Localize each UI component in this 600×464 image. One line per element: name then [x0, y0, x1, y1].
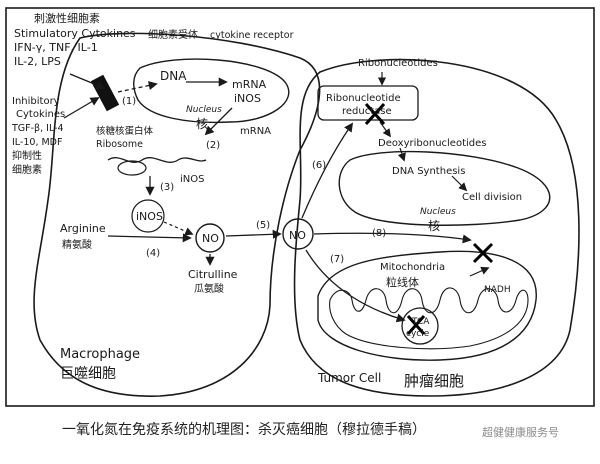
no-circle-tumor — [282, 218, 314, 250]
nucleus-right-en: Nucleus — [420, 207, 456, 217]
stimulatory-list1: IFN-γ, TNF, IL-1 — [14, 41, 98, 54]
arrow-inos-no — [163, 221, 194, 236]
inhibitory-list2: IL-10, MDF — [12, 137, 62, 148]
watermark: 超健健康服务号 — [482, 425, 559, 439]
nucleus-left-en: Nucleus — [186, 105, 222, 115]
stimulatory-zh: 刺激性细胞素 — [34, 11, 100, 25]
nadh-label: NADH — [484, 285, 511, 295]
no-label-2: NO — [289, 229, 306, 242]
step-2: (2) — [206, 140, 220, 151]
mitochondria-en: Mitochondria — [380, 262, 445, 273]
caption: 一氧化氮在免疫系统的机理图：杀灭癌细胞（穆拉德手稿） — [62, 422, 426, 438]
macrophage-outline — [33, 32, 321, 397]
inhibitory-list1: TGF-β, IL-4 — [11, 123, 64, 134]
arrow-no-mitochondria — [305, 249, 406, 323]
arrow-no-reductase — [301, 122, 354, 219]
arrow-deoxy-dna — [397, 147, 406, 162]
arrow-inhibitory — [63, 97, 100, 119]
macrophage-nucleus — [133, 58, 290, 124]
stimulatory-list2: IL-2, LPS — [14, 55, 61, 68]
tca-cycle-circle — [401, 307, 439, 345]
ribosome-mrna-strand — [107, 157, 207, 163]
arrow-mrna-out — [204, 107, 233, 136]
step-1: (1) — [122, 96, 136, 107]
reductase-line2: reductase — [342, 106, 392, 117]
step-8: (8) — [372, 228, 386, 239]
arrow-dna-division — [451, 175, 468, 192]
inhibitory-en1: Inhibitory — [12, 96, 60, 107]
step-5: (5) — [256, 220, 270, 231]
tumor-cell-zh: 肿瘤细胞 — [404, 372, 464, 390]
inhibition-x-tca — [406, 315, 426, 335]
stimulatory-en: Stimulatory Cytokines — [14, 27, 136, 40]
step-3: (3) — [160, 182, 174, 193]
inhibitory-en2: Cytokines — [16, 109, 65, 120]
diagram-frame — [5, 7, 595, 407]
inhibitory-zh1: 抑制性 — [12, 149, 42, 162]
mitochondria-cristae — [329, 287, 529, 350]
arrow-nadh — [469, 266, 490, 277]
receptor-zh: 细胞素受体 — [148, 28, 198, 41]
arginine-en: Arginine — [60, 222, 106, 235]
inos-center: iNOS — [136, 210, 163, 223]
inhibition-x-complex — [472, 242, 494, 264]
mrna-inos-line1: mRNA — [232, 78, 267, 91]
dna-synthesis: DNA Synthesis — [392, 166, 465, 177]
citrulline-en: Citrulline — [188, 268, 238, 281]
no-label-1: NO — [202, 232, 219, 245]
mrna-inos-line2: iNOS — [234, 92, 261, 105]
cytokine-receptor-block — [90, 74, 120, 112]
dna-label: DNA — [160, 69, 187, 83]
arrow-no-to-no — [225, 229, 282, 239]
nucleus-left-zh: 核 — [196, 117, 208, 131]
tca-line1: TCA — [411, 317, 430, 327]
inos-right: iNOS — [180, 174, 204, 185]
nucleus-right-zh: 核 — [428, 219, 440, 233]
mrna-label: mRNA — [240, 126, 271, 137]
no-circle-macrophage — [195, 223, 225, 253]
mitochondria-outline — [317, 250, 537, 361]
inhibitory-zh2: 细胞素 — [12, 163, 42, 176]
cell-division: Cell division — [462, 192, 522, 203]
inos-center-circle — [131, 199, 165, 233]
arrow-no-nucleus — [313, 232, 472, 244]
step-4: (4) — [146, 248, 160, 259]
macrophage-zh: 巨噬细胞 — [60, 366, 116, 382]
tumor-nucleus — [338, 150, 551, 226]
mitochondria-zh: 粒线体 — [386, 275, 419, 289]
arrow-stimulatory — [69, 73, 106, 90]
tumor-cell-en: Tumor Cell — [317, 371, 381, 385]
tca-line2: cycle — [406, 329, 430, 339]
macrophage-en: Macrophage — [60, 347, 140, 362]
ribosome-shape — [117, 160, 147, 176]
receptor-en: cytokine receptor — [210, 30, 294, 41]
deoxyribonucleotides: Deoxyribonucleotides — [378, 138, 487, 149]
arrow-reductase-deoxy — [379, 121, 391, 138]
tumor-cell-outline — [293, 58, 580, 397]
arrow-arginine-no — [107, 233, 192, 243]
arginine-zh: 精氨酸 — [62, 238, 92, 251]
citrulline-zh: 瓜氨酸 — [194, 282, 224, 295]
reductase-line1: Ribonucleotide — [326, 93, 401, 104]
ribosome-zh: 核糖核蛋白体 — [96, 125, 154, 137]
step-7: (7) — [330, 254, 344, 265]
inhibition-x-reductase — [364, 102, 386, 126]
step-6: (6) — [312, 160, 326, 171]
ribosome-en: Ribosome — [96, 139, 143, 150]
ribonucleotides: Ribonucleotides — [358, 58, 438, 69]
arrow-receptor-dna — [117, 81, 158, 93]
